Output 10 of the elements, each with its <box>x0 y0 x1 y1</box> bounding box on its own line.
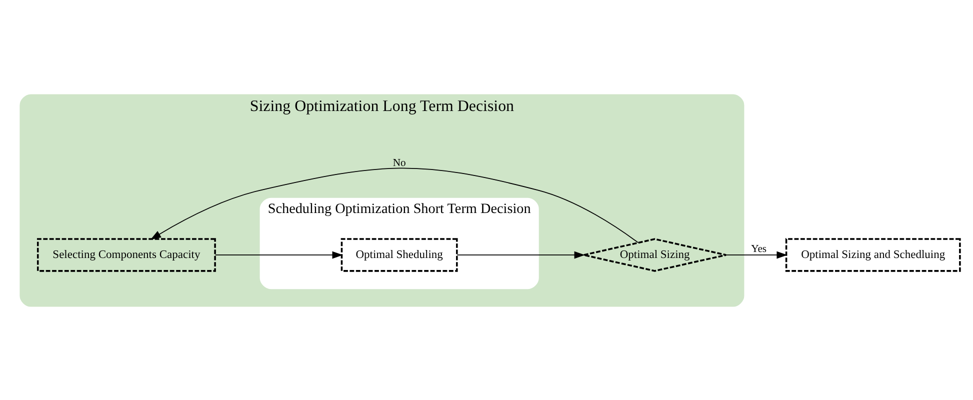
arrow <box>150 167 639 243</box>
edge-label: Yes <box>751 243 767 254</box>
edge-label: No <box>392 158 406 169</box>
arrow <box>214 250 343 258</box>
node-box: Optimal Sheduling <box>340 238 458 272</box>
arrow <box>456 250 585 258</box>
arrow <box>726 250 788 258</box>
node-box: Optimal Sizing and Schedluing <box>785 238 961 272</box>
node-diamond: Optimal Sizing <box>582 238 727 272</box>
node-box: Selecting Components Capacity <box>36 238 216 272</box>
